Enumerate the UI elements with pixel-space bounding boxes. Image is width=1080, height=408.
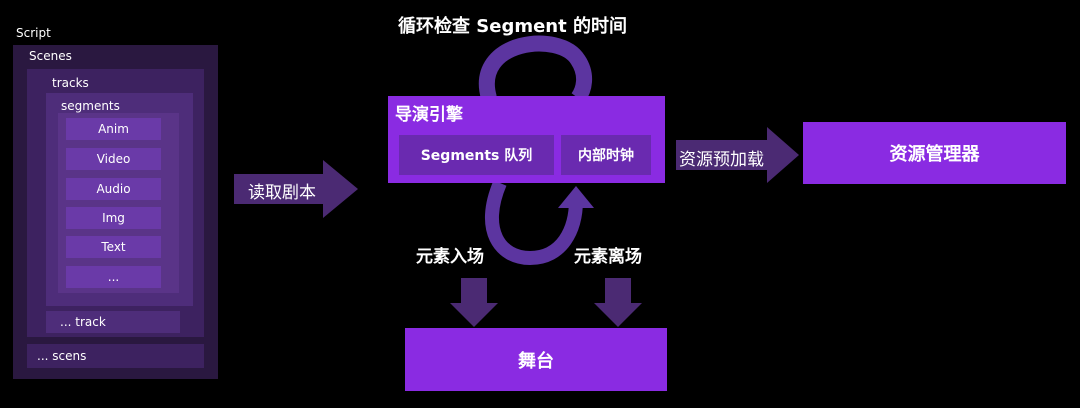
segments-queue-label: Segments 队列 (420, 148, 533, 164)
script-label: Script (16, 26, 51, 40)
element-exit-label: 元素离场 (574, 247, 642, 267)
loop-arrowhead (558, 186, 594, 208)
stage-label: 舞台 (518, 350, 554, 372)
resource-manager-label: 资源管理器 (889, 144, 980, 165)
segment-item-anim: Anim (66, 118, 161, 140)
segment-item-audio: Audio (66, 178, 161, 200)
loop-bottom-arc (484, 180, 583, 266)
exit-arrow (594, 278, 642, 327)
internal-clock: 内部时钟 (561, 135, 651, 175)
scenes-label: Scenes (29, 49, 72, 63)
segment-item-more: ... (66, 266, 161, 288)
read-script-label: 读取剧本 (248, 183, 316, 203)
tracks-label: tracks (52, 76, 89, 90)
enter-arrow (450, 278, 498, 327)
segment-item-text: Text (66, 236, 161, 258)
director-engine-title: 导演引擎 (395, 105, 463, 125)
segments-container (58, 113, 179, 293)
internal-clock-label: 内部时钟 (578, 148, 634, 164)
read-script-arrow (234, 160, 358, 218)
segments-label: segments (61, 99, 120, 113)
loop-top-arc (478, 35, 592, 103)
segment-item-img: Img (66, 207, 161, 229)
resource-manager-box: 资源管理器 (803, 122, 1066, 184)
preload-arrow (676, 127, 799, 183)
more-tracks-row: ... track (46, 311, 180, 333)
element-enter-label: 元素入场 (416, 247, 484, 267)
preload-label: 资源预加载 (679, 150, 764, 170)
segment-item-video: Video (66, 148, 161, 170)
more-tracks-label: ... track (60, 315, 106, 329)
loop-title: 循环检查 Segment 的时间 (398, 16, 627, 37)
segments-queue: Segments 队列 (399, 135, 554, 175)
more-scenes-row: ... scens (27, 344, 204, 368)
stage-box: 舞台 (405, 328, 667, 391)
more-scenes-label: ... scens (37, 349, 87, 363)
